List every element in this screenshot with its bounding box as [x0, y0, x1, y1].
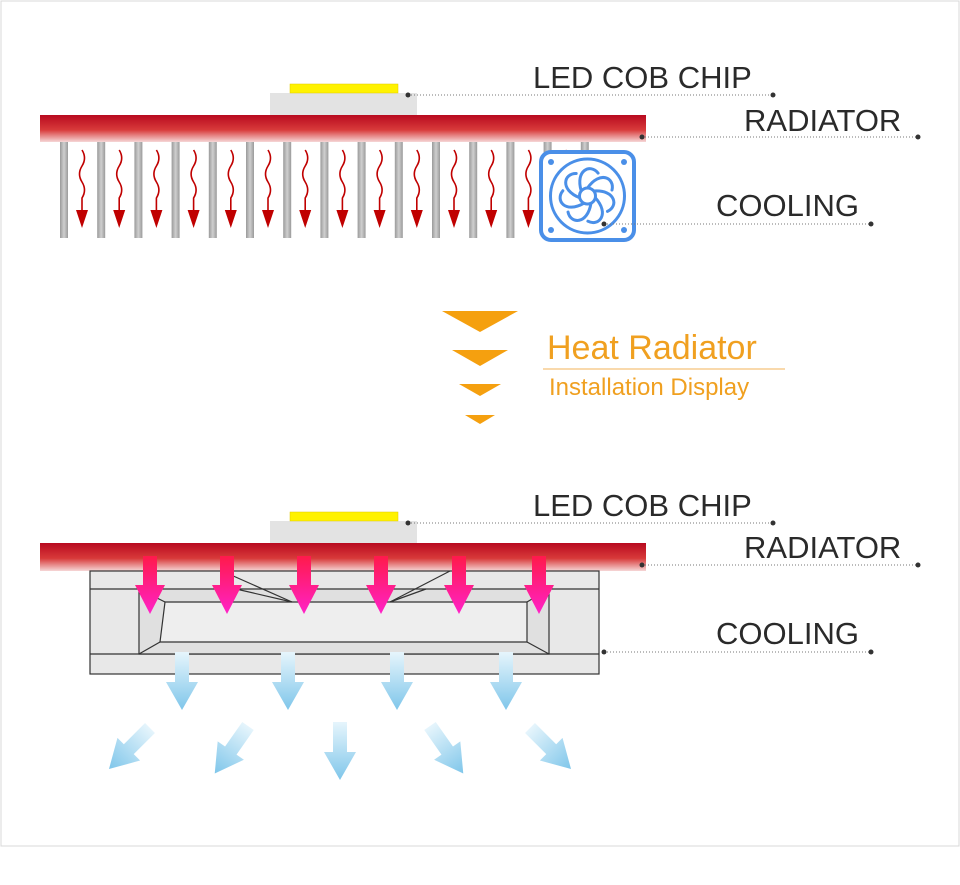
airflow-arrow-icon: [166, 652, 198, 710]
heat-wave-arrow-icon: [187, 149, 200, 228]
heat-wave-arrow-icon: [522, 149, 535, 228]
cooling-fin: [60, 142, 68, 238]
heat-wave-arrow-icon: [113, 149, 126, 228]
heat-arrow-icon: [524, 556, 554, 614]
fan-icon: [539, 150, 636, 242]
heat-arrow-icon: [444, 556, 474, 614]
top-chip-label: LED COB CHIP: [533, 60, 752, 95]
cooling-fin: [171, 142, 180, 238]
cooling-fin: [357, 142, 366, 238]
cooling-fin: [283, 142, 292, 238]
heat-wave-arrow-icon: [262, 149, 274, 228]
cooling-fin: [246, 142, 254, 238]
bottom-airflow-arrows: [108, 652, 572, 780]
top-chip-base: [270, 93, 417, 115]
airflow-arrow-icon: [490, 652, 522, 710]
airflow-arrow-icon: [108, 723, 155, 770]
heat-arrow-icon: [135, 556, 165, 614]
top-diagram: LED COB CHIP RADIATOR COOLING: [40, 60, 921, 242]
cooling-fin: [469, 142, 478, 238]
cooling-fin: [506, 142, 515, 238]
chevron-down-stack-icon: [442, 311, 518, 424]
bottom-diagram: LED COB CHIP RADIATOR COOLING: [40, 488, 921, 780]
heat-arrow-icon: [366, 556, 396, 614]
cooling-fin: [320, 142, 329, 238]
cooling-fin: [208, 142, 217, 238]
heat-wave-arrow-icon: [410, 149, 423, 228]
cooling-fin: [432, 142, 440, 238]
cooling-fin: [394, 142, 403, 238]
cooling-fin: [134, 142, 143, 238]
top-radiator-label: RADIATOR: [744, 103, 901, 138]
heat-arrow-icon: [289, 556, 319, 614]
airflow-arrow-icon: [424, 721, 464, 774]
page-frame: [0, 0, 960, 847]
bottom-cooling-block: [89, 570, 600, 675]
heat-wave-arrow-icon: [224, 149, 237, 228]
heat-wave-arrow-icon: [485, 149, 498, 228]
bottom-chip-label: LED COB CHIP: [533, 488, 752, 523]
heat-wave-arrow-icon: [448, 149, 460, 228]
airflow-arrow-icon: [214, 721, 254, 774]
center-title: Heat Radiator Installation Display: [442, 311, 785, 424]
airflow-arrow-icon: [272, 652, 304, 710]
heat-wave-arrow-icon: [373, 149, 386, 228]
top-led-chip: [289, 83, 399, 94]
title-sub: Installation Display: [549, 374, 749, 401]
bottom-radiator-label: RADIATOR: [744, 530, 901, 565]
heat-wave-arrow-icon: [299, 149, 312, 228]
cooling-fin: [97, 142, 106, 238]
airflow-arrow-icon: [381, 652, 413, 710]
heat-arrow-icon: [212, 556, 242, 614]
title-main: Heat Radiator: [547, 329, 757, 367]
top-cooling-fins: [60, 142, 589, 238]
top-radiator-plate: [40, 115, 646, 142]
bottom-radiator-plate: [40, 543, 646, 571]
bottom-heat-arrows: [135, 556, 554, 614]
heat-wave-arrow-icon: [150, 149, 163, 228]
bottom-cooling-label: COOLING: [716, 616, 859, 651]
airflow-arrow-icon: [324, 722, 356, 780]
bottom-led-chip: [289, 511, 399, 522]
airflow-arrow-icon: [525, 723, 572, 770]
top-cooling-label: COOLING: [716, 188, 859, 223]
heat-wave-arrow-icon: [76, 149, 88, 228]
bottom-chip-base: [270, 521, 417, 543]
heat-wave-arrow-icon: [336, 149, 349, 228]
